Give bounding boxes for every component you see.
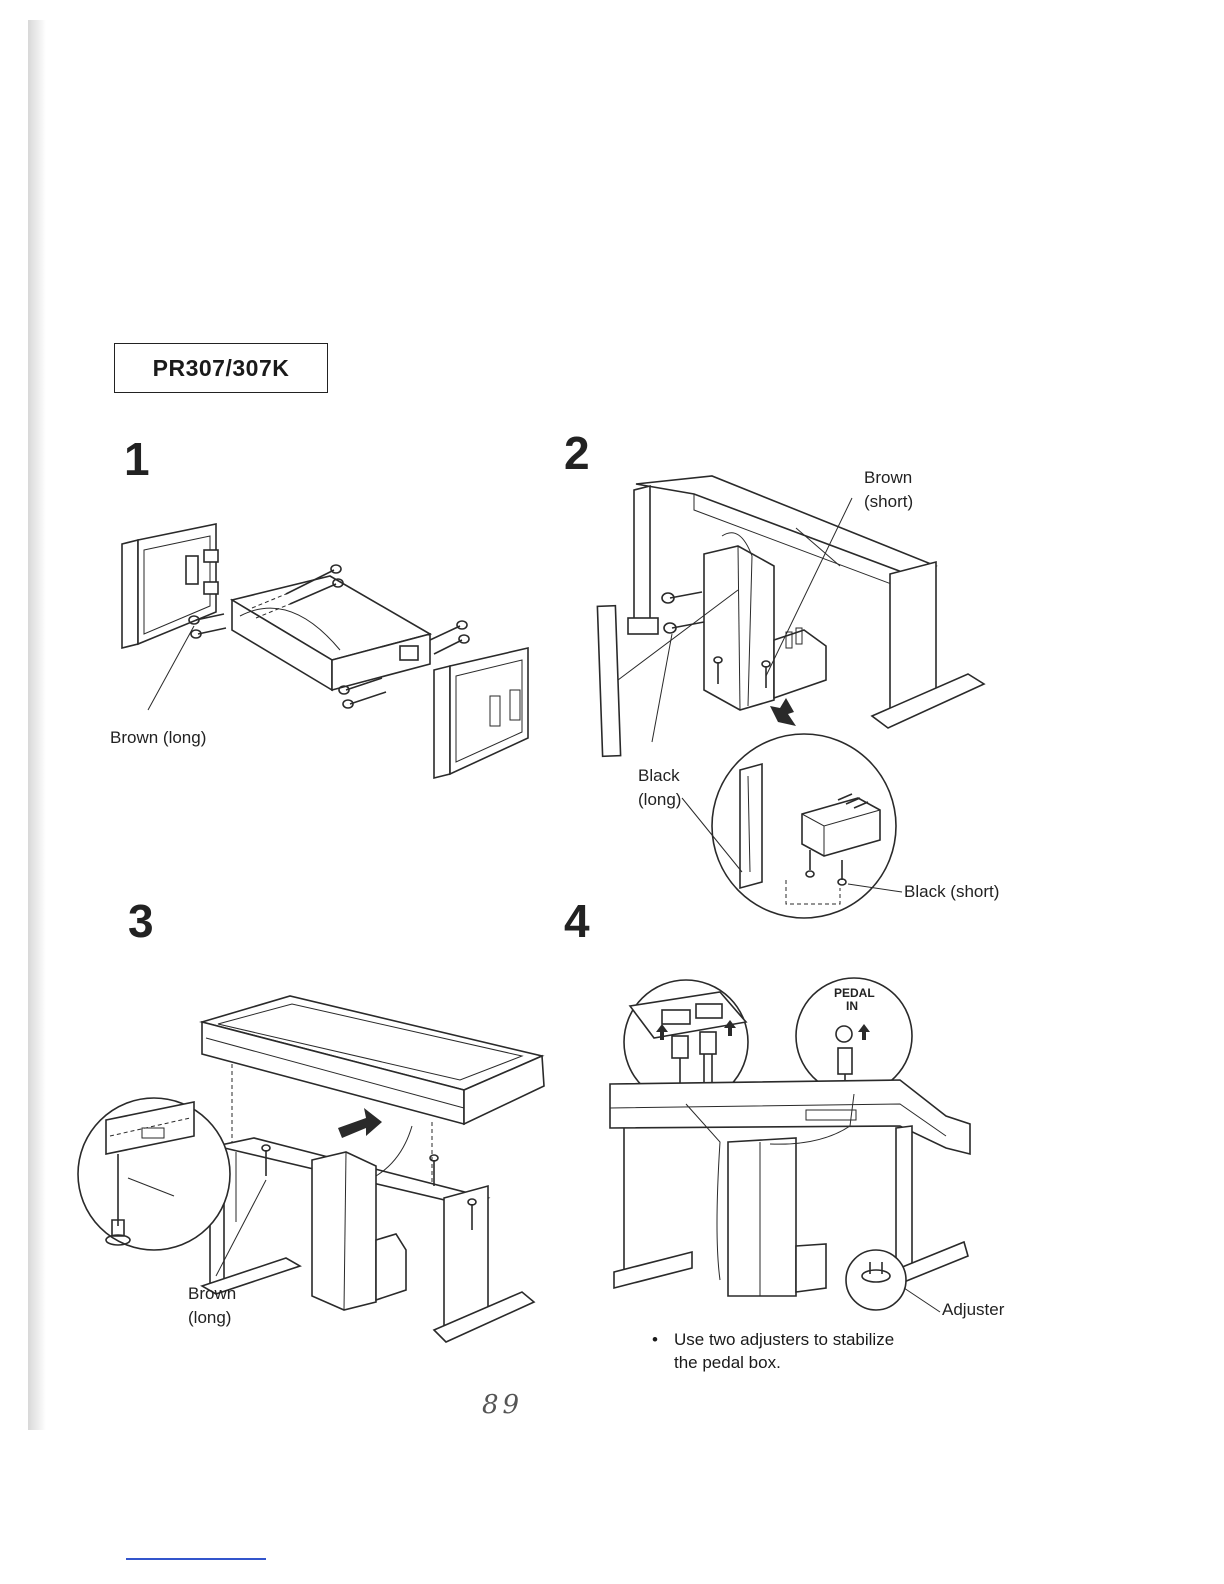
step-1-number: 1 <box>124 436 150 482</box>
note-bullet: • <box>652 1328 658 1351</box>
step-3-label-brown: Brown <box>188 1282 236 1305</box>
handwritten-page-mark: 89 <box>482 1390 523 1420</box>
step-4-number: 4 <box>564 898 590 944</box>
step-4-label-in: IN <box>846 999 858 1013</box>
step-2-label-black: Black <box>638 764 680 787</box>
note-line-1: Use two adjusters to stabilize <box>674 1328 972 1351</box>
step-1-illustration <box>100 520 560 790</box>
step-2-label-brown: Brown <box>864 466 912 489</box>
step-3-number: 3 <box>128 898 154 944</box>
model-title-box: PR307/307K <box>114 343 328 393</box>
step-4-label-pedal: PEDAL <box>834 986 875 1000</box>
step-2-label-black-short: Black (short) <box>904 880 999 903</box>
step-2-label-short: (short) <box>864 490 913 513</box>
step-3-illustration <box>76 990 556 1340</box>
note-line-2: the pedal box. <box>674 1351 972 1374</box>
scan-shadow-edge <box>28 20 46 1430</box>
adjuster-note: • Use two adjusters to stabilize the ped… <box>652 1328 972 1374</box>
step-2-label-long: (long) <box>638 788 681 811</box>
step-1-label-brown-long: Brown (long) <box>110 726 206 749</box>
step-4-label-adjuster: Adjuster <box>942 1298 1004 1321</box>
step-3-label-long: (long) <box>188 1306 231 1329</box>
step-4-illustration <box>600 976 1020 1326</box>
step-2-illustration <box>590 470 1010 920</box>
footer-rule <box>126 1558 266 1560</box>
model-title: PR307/307K <box>153 355 290 382</box>
step-2-number: 2 <box>564 430 590 476</box>
